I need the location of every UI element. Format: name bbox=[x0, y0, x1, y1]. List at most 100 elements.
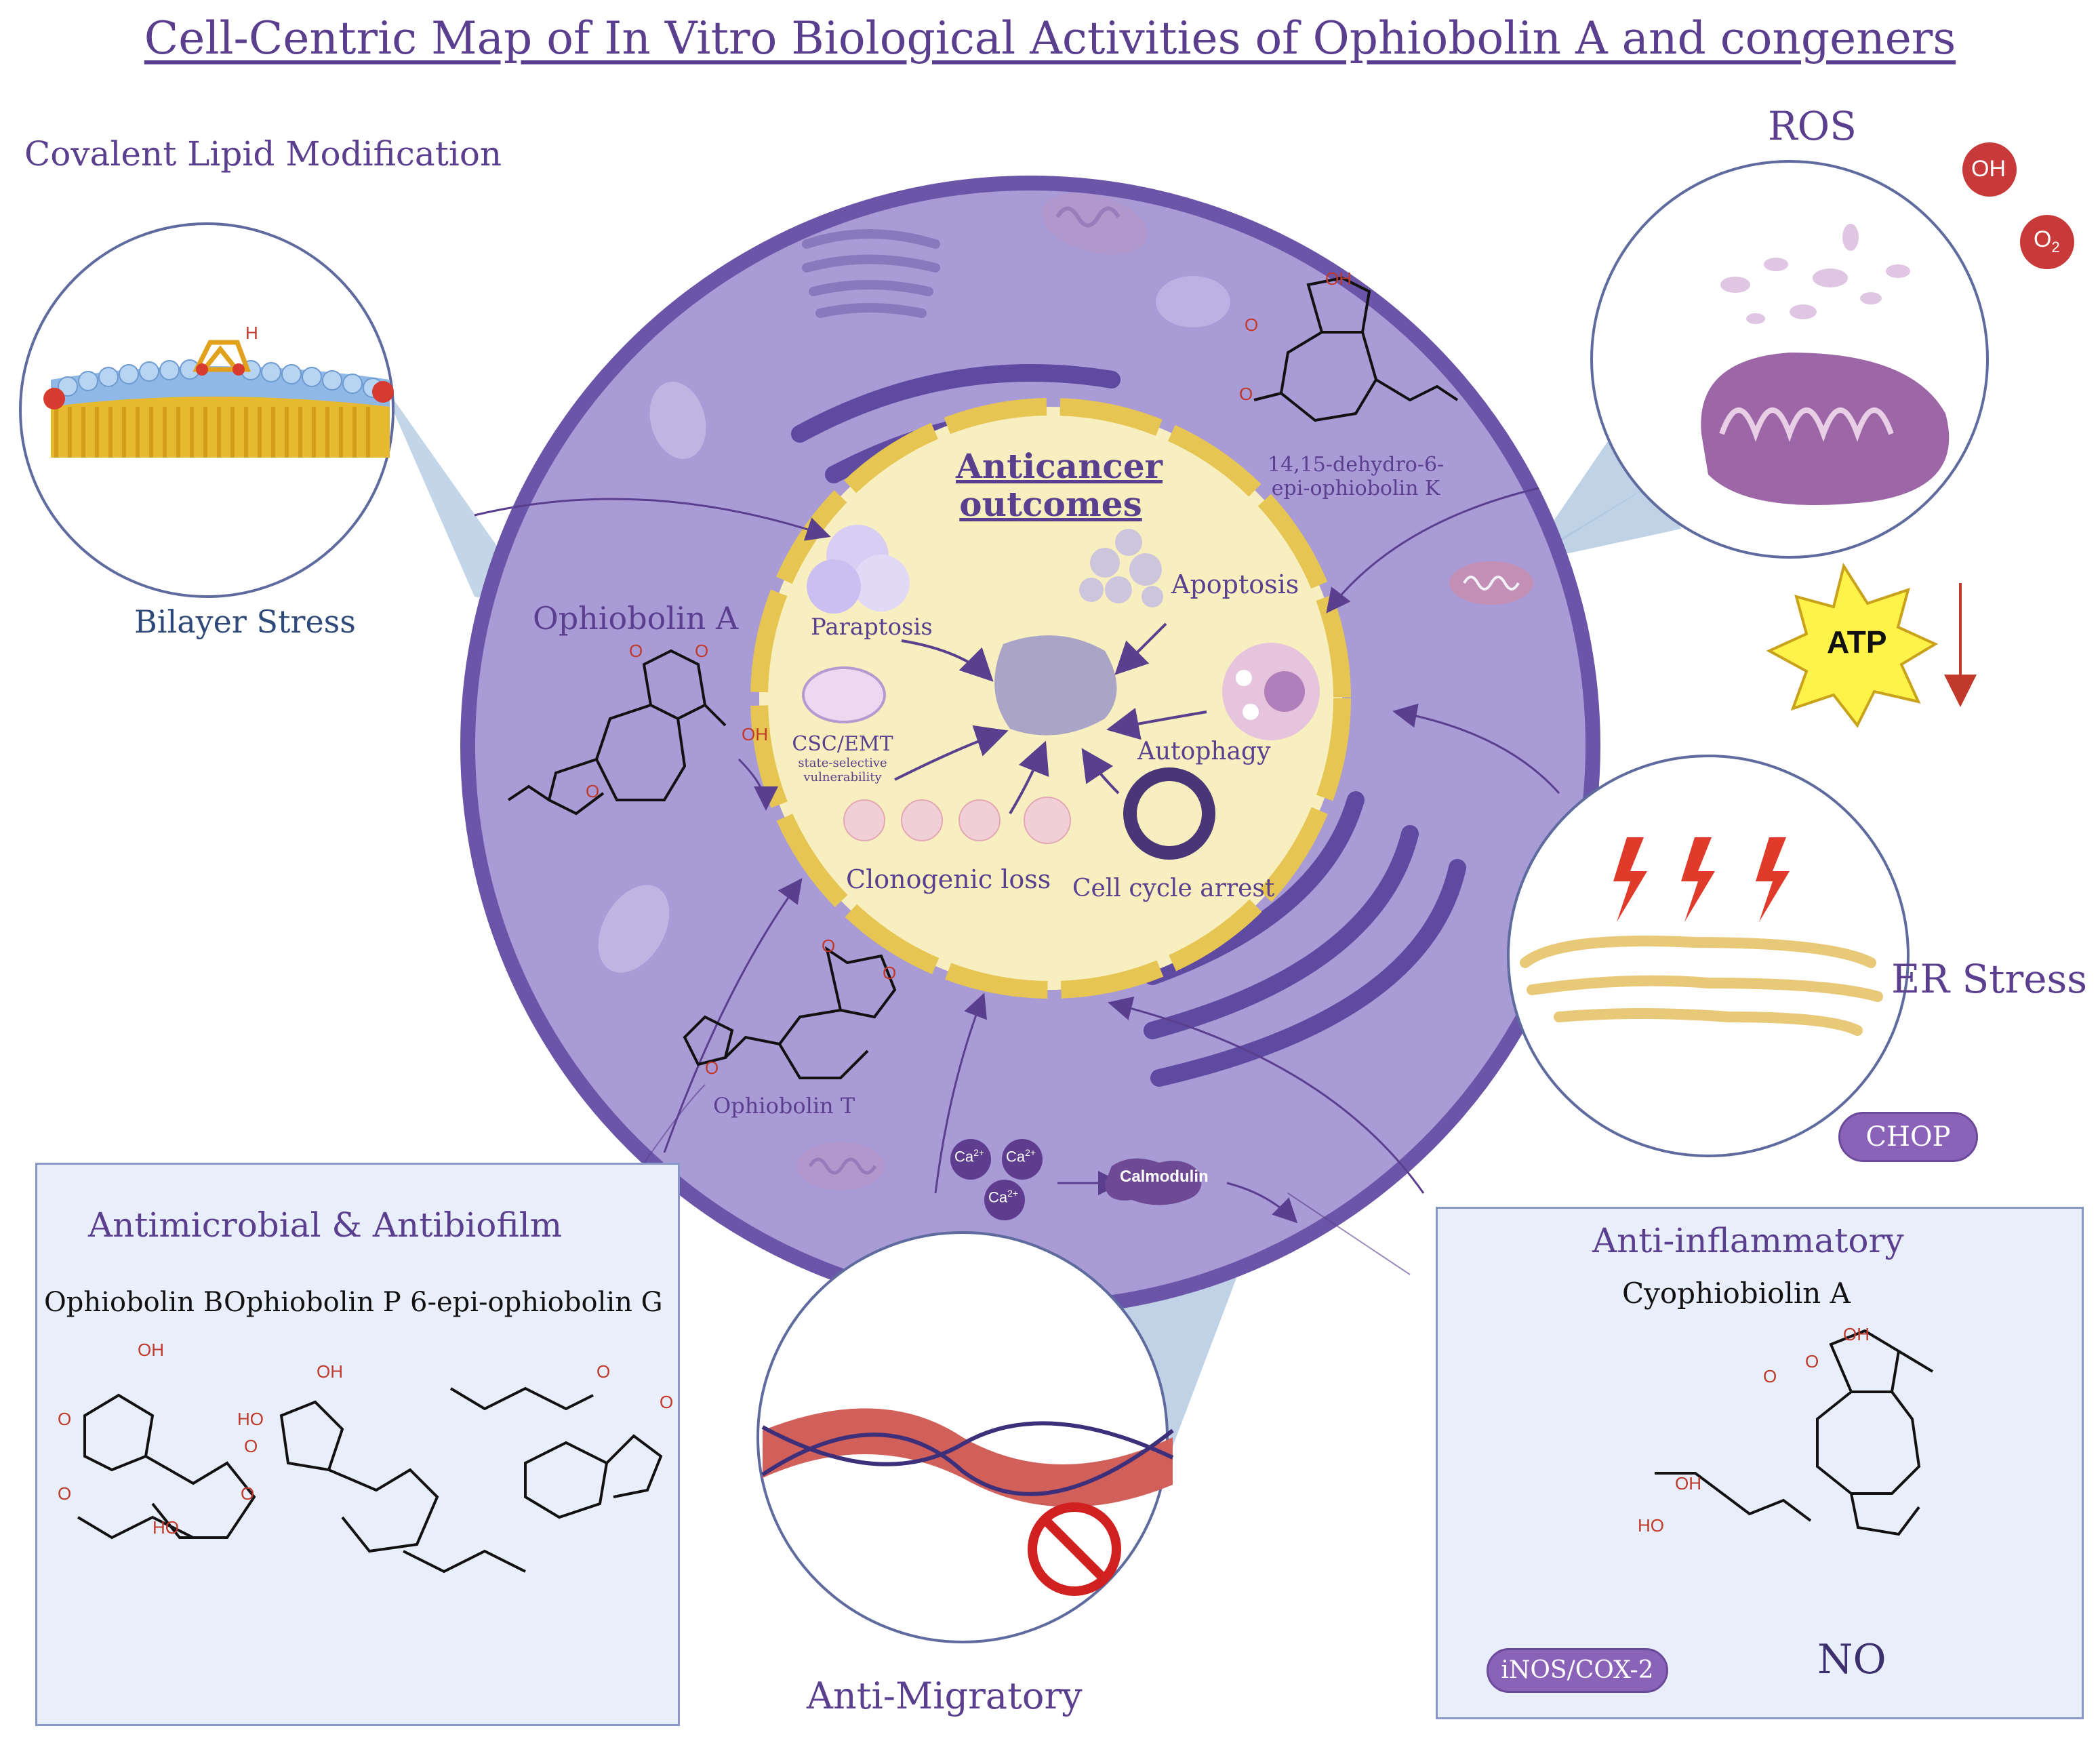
superoxide-subscript: 2 bbox=[2051, 238, 2060, 256]
er-heading: ER Stress bbox=[1891, 956, 2088, 1002]
csc-dish-icon bbox=[802, 666, 886, 723]
atom-oh-cy: OH bbox=[1843, 1324, 1870, 1344]
atom-oh-b1: OH bbox=[138, 1340, 164, 1360]
prohibition-icon bbox=[1028, 1502, 1121, 1596]
page-title: Cell-Centric Map of In Vitro Biological … bbox=[144, 12, 1956, 64]
atom-o-ot3: O bbox=[705, 1058, 719, 1078]
atom-o-cy2: O bbox=[1805, 1351, 1819, 1372]
lipid-heading: Covalent Lipid Modification bbox=[24, 134, 502, 174]
no-label: NO bbox=[1817, 1636, 1886, 1683]
damaged-mitochondrion-icon bbox=[1701, 224, 1950, 505]
outcome-arrows bbox=[894, 622, 1207, 815]
antimicrobial-heading: Antimicrobial & Antibiofilm bbox=[88, 1205, 563, 1245]
golgi-apparatus bbox=[802, 229, 940, 318]
anticancer-heading-line1: Anticancer bbox=[956, 446, 1163, 486]
calmodulin-label: Calmodulin bbox=[1120, 1167, 1209, 1186]
paraptosis-icon bbox=[807, 525, 910, 614]
atom-o-ot1: O bbox=[822, 936, 836, 956]
calcium-charge-1: 2+ bbox=[973, 1147, 985, 1158]
outcome-csc-title: CSC/EMT bbox=[792, 732, 893, 756]
central-cell-icon bbox=[994, 635, 1117, 736]
ophiobolin-t-label: Ophiobolin T bbox=[713, 1093, 855, 1119]
inos-cox2-badge: iNOS/COX-2 bbox=[1487, 1648, 1668, 1693]
atom-ho-cy: HO bbox=[1638, 1515, 1664, 1536]
er-zoom-circle bbox=[1507, 755, 1910, 1157]
atom-o-cy1: O bbox=[1763, 1366, 1777, 1386]
aldehyde-h-label: H bbox=[245, 323, 258, 343]
mitochondrion-top bbox=[1041, 193, 1148, 255]
anticancer-heading-line2: outcomes bbox=[959, 484, 1142, 524]
superoxide-icon bbox=[2020, 215, 2074, 269]
atom-o-k1: O bbox=[1245, 315, 1259, 335]
outcome-apoptosis: Apoptosis bbox=[1171, 569, 1299, 599]
migration-heading: Anti-Migratory bbox=[807, 1675, 1083, 1717]
calcium-symbol-1: Ca bbox=[954, 1148, 974, 1165]
ophiobolin-a-label: Ophiobolin A bbox=[533, 600, 739, 637]
atom-o-ot2: O bbox=[883, 963, 897, 983]
mitochondrion-right bbox=[1449, 561, 1533, 605]
atom-ho-b: HO bbox=[153, 1517, 179, 1538]
chop-badge: CHOP bbox=[1838, 1112, 1978, 1162]
apoptosis-icon bbox=[1079, 529, 1163, 607]
compound-ophiobolin-p: Ophiobolin P bbox=[224, 1287, 401, 1318]
atom-oh-cy2: OH bbox=[1675, 1473, 1701, 1494]
atom-o-b1: O bbox=[58, 1409, 72, 1429]
outcome-autophagy: Autophagy bbox=[1137, 738, 1271, 765]
ophiobolin-a-structure bbox=[507, 649, 727, 816]
calmodulin-blob bbox=[1105, 1158, 1202, 1205]
atom-o-oa2: O bbox=[695, 641, 709, 661]
cyophiobiolin-label: Cyophiobiolin A bbox=[1622, 1277, 1851, 1310]
calcium-label-1: Ca2+ bbox=[954, 1147, 984, 1165]
vesicle-1 bbox=[1156, 276, 1230, 327]
er-membrane-icon bbox=[1520, 936, 1883, 1036]
outcome-csc-emt: CSC/EMT state-selective vulnerability bbox=[792, 732, 893, 784]
outcome-paraptosis: Paraptosis bbox=[811, 614, 933, 641]
dehydro-k-structure bbox=[1253, 276, 1459, 422]
hydroxyl-radical-label: OH bbox=[1971, 156, 2006, 182]
atom-o-b2: O bbox=[58, 1483, 72, 1504]
mitochondrion-bottom bbox=[796, 1142, 885, 1190]
atom-o-oa1: O bbox=[629, 641, 643, 661]
ros-heading: ROS bbox=[1768, 103, 1857, 149]
atom-oh-p: OH bbox=[317, 1361, 343, 1382]
compound-ophiobolin-b: Ophiobolin B bbox=[44, 1287, 224, 1318]
actin-filament-icon bbox=[761, 1408, 1174, 1507]
calcium-label-3: Ca2+ bbox=[988, 1188, 1018, 1206]
vesicle-3 bbox=[598, 885, 670, 973]
hydroxyl-radical-icon bbox=[1962, 142, 2017, 197]
calcium-charge-2: 2+ bbox=[1025, 1147, 1036, 1158]
superoxide-symbol: O bbox=[2034, 226, 2052, 252]
calcium-label-2: Ca2+ bbox=[1006, 1147, 1036, 1165]
inflammation-panel: Anti-inflammatory Cyophiobiolin A O O OH… bbox=[1436, 1207, 2084, 1719]
outcome-cell-cycle-arrest: Cell cycle arrest bbox=[1072, 875, 1275, 902]
atom-o-p2: O bbox=[241, 1483, 255, 1504]
outcome-csc-sub1: state-selective bbox=[798, 756, 887, 770]
inflammation-heading: Anti-inflammatory bbox=[1592, 1221, 1904, 1260]
atom-oh-k: OH bbox=[1325, 268, 1352, 289]
atom-o-g2: O bbox=[660, 1392, 674, 1412]
outcome-clonogenic-loss: Clonogenic loss bbox=[846, 864, 1051, 894]
cell-cycle-icon bbox=[1123, 767, 1215, 860]
atom-o-g1: O bbox=[597, 1361, 611, 1382]
dehydro-k-label: 14,15-dehydro-6- epi-ophiobolin K bbox=[1268, 453, 1444, 500]
antimicrobial-structures bbox=[77, 1386, 663, 1574]
compound-6-epi-ophiobolin-g: 6-epi-ophiobolin G bbox=[410, 1287, 663, 1318]
autophagy-icon bbox=[1222, 643, 1320, 740]
atp-label: ATP bbox=[1827, 624, 1887, 660]
calcium-charge-3: 2+ bbox=[1007, 1188, 1019, 1199]
atom-oh-oa: OH bbox=[742, 724, 768, 744]
superoxide-label: O2 bbox=[2034, 226, 2060, 256]
ophiobolin-t-structure bbox=[683, 946, 897, 1079]
atom-o-oa3: O bbox=[586, 781, 600, 801]
atp-starburst bbox=[1766, 562, 1939, 728]
lipid-bilayer-icon bbox=[43, 340, 394, 458]
lipid-caption: Bilayer Stress bbox=[134, 603, 356, 640]
antimicrobial-panel: Antimicrobial & Antibiofilm Ophiobolin B… bbox=[35, 1163, 680, 1726]
clonogenic-icons bbox=[843, 797, 1071, 844]
atom-o-k2: O bbox=[1239, 384, 1253, 404]
lightning-icons bbox=[1613, 837, 1790, 922]
calcium-symbol-2: Ca bbox=[1006, 1148, 1026, 1165]
cyophiobiolin-structure bbox=[1655, 1329, 1934, 1536]
anticancer-heading: Anticancer outcomes bbox=[956, 446, 1163, 524]
calcium-symbol-3: Ca bbox=[988, 1188, 1008, 1206]
